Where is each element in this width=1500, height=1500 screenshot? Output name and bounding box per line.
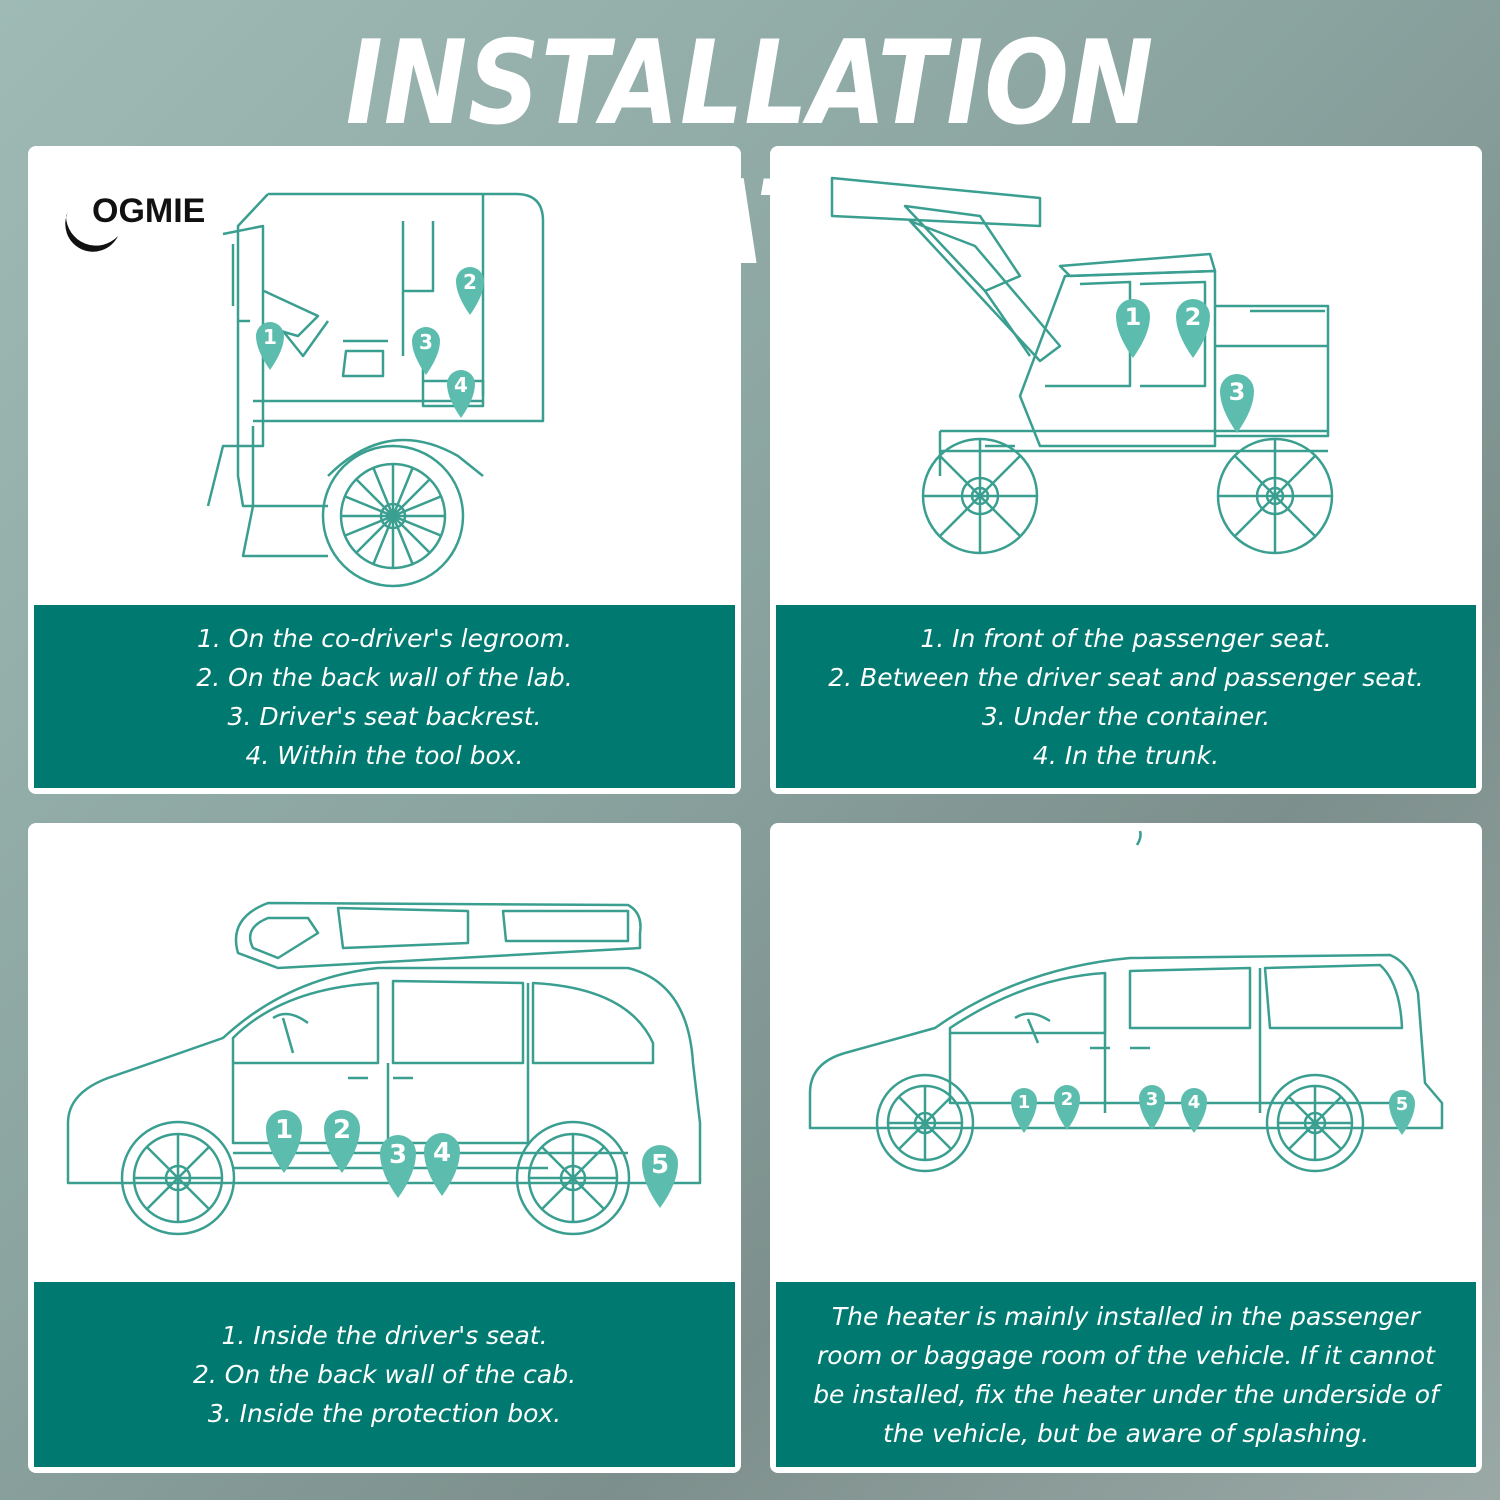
caption-paragraph: The heater is mainly installed in the pa… bbox=[813, 1301, 1439, 1448]
pin-label: 5 bbox=[651, 1150, 669, 1180]
caption-box: 1. Inside the driver's seat. 2. On the b… bbox=[34, 1282, 735, 1467]
caption-line: 3. Driver's seat backrest. bbox=[227, 701, 542, 731]
pin-label: 3 bbox=[1229, 378, 1246, 406]
pin-icon bbox=[1011, 1085, 1415, 1135]
pin-label: 2 bbox=[1185, 303, 1202, 331]
caption-line: 1. On the co-driver's legroom. bbox=[196, 623, 573, 653]
caption-box: The heater is mainly installed in the pa… bbox=[776, 1282, 1476, 1467]
pin-icon bbox=[256, 267, 484, 418]
excavator-illustration: 1 2 3 bbox=[830, 176, 1334, 555]
pin-label: 4 bbox=[1188, 1092, 1201, 1113]
caption-line: 3. Inside the protection box. bbox=[207, 1399, 562, 1428]
pin-icon bbox=[1116, 299, 1254, 433]
pin-label: 1 bbox=[1125, 303, 1142, 331]
panel-truck-cab: OGMIE 1 2 3 4 1. On the co- bbox=[28, 146, 741, 794]
caption-line: 2. Between the driver seat and passenger… bbox=[828, 662, 1424, 692]
logo-swoosh-icon bbox=[65, 180, 118, 252]
pin-label: 2 bbox=[463, 270, 477, 294]
pin-label: 3 bbox=[1146, 1089, 1159, 1110]
brand-name: OGMIE bbox=[92, 192, 206, 230]
pin-label: 2 bbox=[1061, 1089, 1074, 1110]
van-illustration: 1 2 3 4 5 bbox=[66, 901, 702, 1236]
minivan-illustration: 1 2 3 4 5 bbox=[808, 830, 1444, 1173]
caption-line: 1. Inside the driver's seat. bbox=[221, 1321, 548, 1350]
caption-line: 4. In the trunk. bbox=[1032, 740, 1220, 770]
caption-line: 2. On the back wall of the cab. bbox=[192, 1360, 577, 1389]
caption-line: 2. On the back wall of the lab. bbox=[196, 662, 573, 692]
truck-cab-illustration: 1 2 3 4 bbox=[206, 192, 545, 588]
caption-line: 4. Within the tool box. bbox=[245, 740, 524, 770]
pin-icon bbox=[266, 1110, 678, 1208]
pin-label: 1 bbox=[1018, 1092, 1031, 1113]
pin-label: 4 bbox=[454, 373, 468, 397]
pin-label: 1 bbox=[275, 1115, 293, 1145]
caption-box: 1. In front of the passenger seat. 2. Be… bbox=[776, 605, 1476, 788]
panel-van: 1 2 3 4 5 1. Inside the driver's seat. 2… bbox=[28, 823, 741, 1473]
pin-label: 5 bbox=[1396, 1094, 1409, 1115]
pin-label: 3 bbox=[419, 330, 433, 354]
pin-label: 2 bbox=[333, 1115, 351, 1145]
pin-label: 4 bbox=[433, 1138, 451, 1168]
brand-logo: OGMIE bbox=[56, 164, 226, 254]
panel-minivan: 1 2 3 4 5 The heater is mainly installed… bbox=[770, 823, 1482, 1473]
pin-label: 3 bbox=[389, 1140, 407, 1170]
caption-line: 1. In front of the passenger seat. bbox=[920, 623, 1332, 653]
caption-box: 1. On the co-driver's legroom. 2. On the… bbox=[34, 605, 735, 788]
panel-excavator: 1 2 3 1. In front of the passenger seat.… bbox=[770, 146, 1482, 794]
caption-line: 3. Under the container. bbox=[981, 701, 1271, 731]
pin-label: 1 bbox=[263, 325, 277, 349]
